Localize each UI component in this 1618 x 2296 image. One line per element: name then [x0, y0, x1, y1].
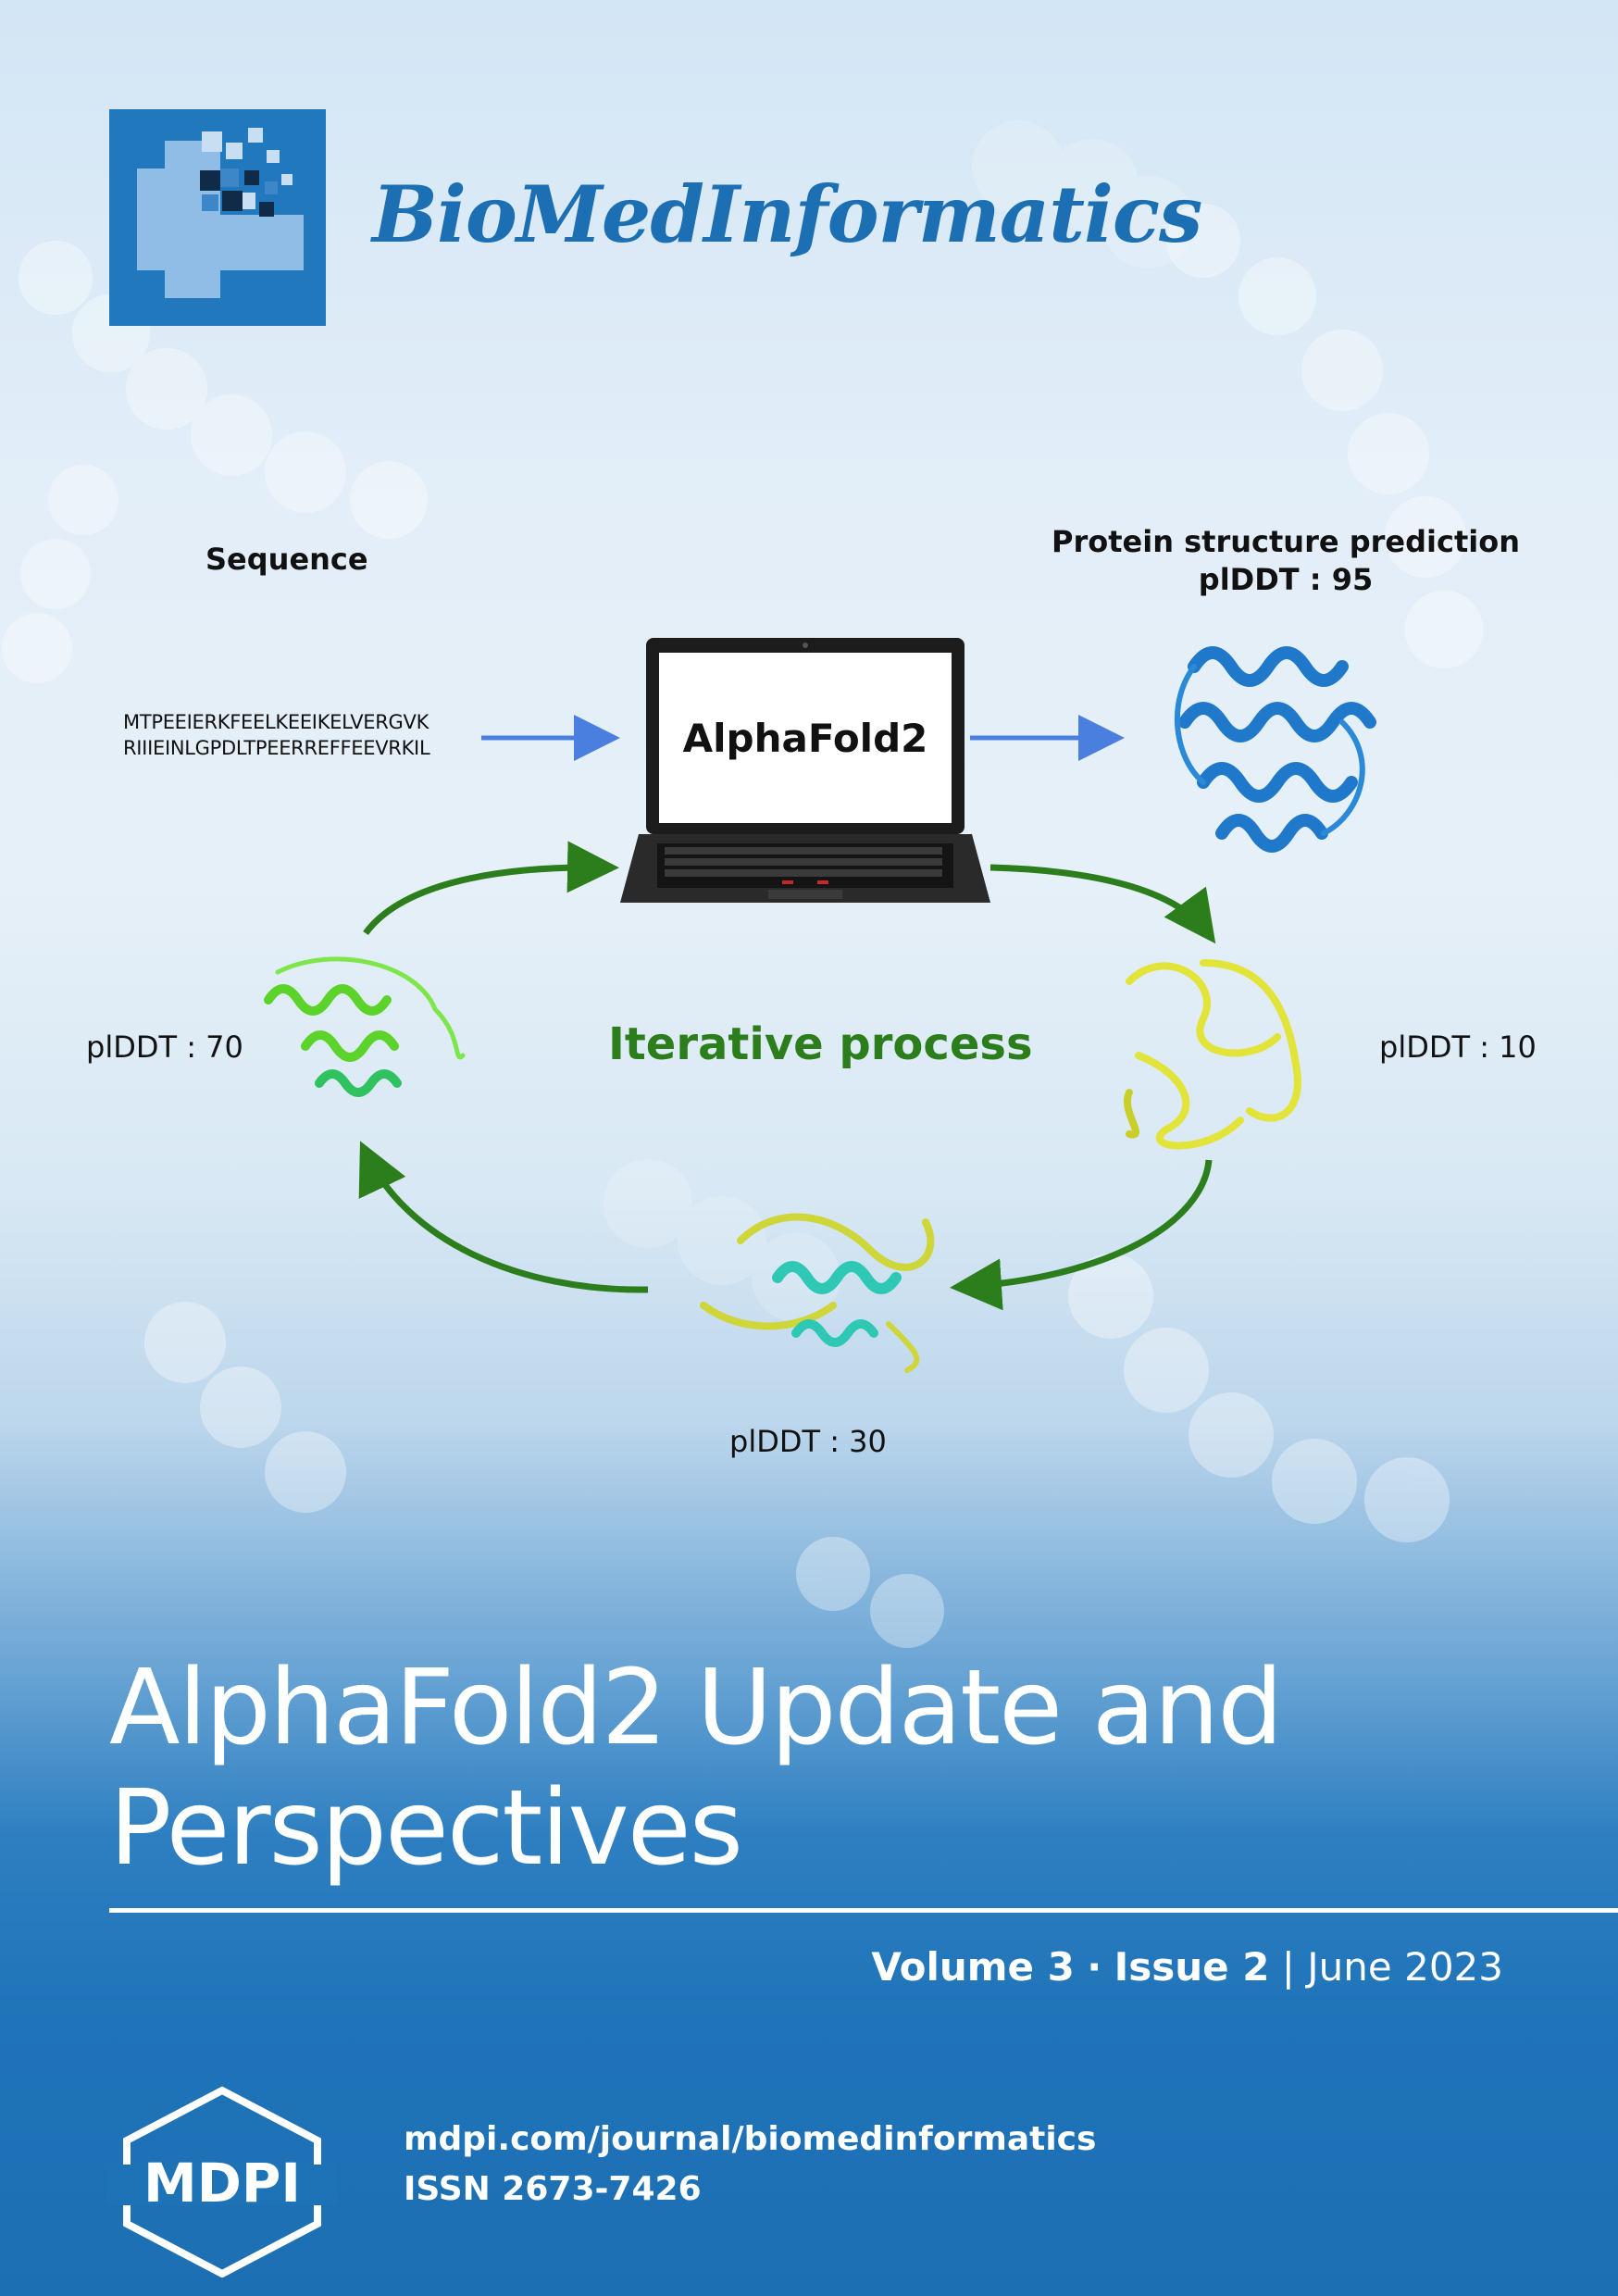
prediction-score: plDDT : 95	[1198, 562, 1374, 597]
score-right: plDDT : 10	[1379, 1029, 1537, 1065]
journal-url: mdpi.com/journal/biomedinformatics	[404, 2120, 1097, 2158]
laptop-icon	[620, 638, 990, 903]
article-title-line-2: Perspectives	[109, 1768, 743, 1889]
article-title: AlphaFold2 Update and Perspectives	[109, 1648, 1553, 1889]
journal-name: BioMedInformatics	[372, 168, 1202, 260]
protein-structure-70	[264, 956, 466, 1097]
score-left: plDDT : 70	[86, 1029, 243, 1065]
sequence-heading: Sequence	[205, 542, 368, 577]
sequence-line-1: MTPEEIERKFEELKEEIKELVERGVK	[123, 711, 429, 733]
tool-label: AlphaFold2	[682, 716, 928, 761]
issn: ISSN 2673-7426	[404, 2170, 702, 2208]
issue-divider: |	[1281, 1944, 1295, 1990]
title-divider	[109, 1908, 1618, 1913]
protein-structure-30	[700, 1213, 935, 1373]
arrow-cycle-bottom-right	[950, 1159, 1213, 1311]
arrow-cycle-top-left	[363, 841, 619, 936]
mdpi-logo-icon: MDPI	[106, 2086, 338, 2277]
score-bottom: plDDT : 30	[729, 1424, 887, 1459]
issue-info: Volume 3 · Issue 2 | June 2023	[871, 1944, 1503, 1990]
cycle-label: Iterative process	[608, 1018, 1033, 1070]
mdpi-logo-text: MDPI	[143, 2152, 301, 2215]
alphafold-diagram	[264, 646, 1376, 1373]
protein-structure-10	[1124, 959, 1301, 1150]
sequence-line-2: RIIIEINLGPDLTPEERREFFEEVRKIL	[123, 737, 430, 759]
issue-number: Issue 2	[1114, 1944, 1270, 1990]
journal-logo-icon	[109, 109, 326, 326]
arrow-cycle-bottom-left	[358, 1141, 649, 1293]
issue-date: June 2023	[1307, 1944, 1503, 1990]
volume: Volume 3	[871, 1944, 1075, 1990]
background-helix	[0, 0, 1618, 1759]
arrow-cycle-top-right	[989, 864, 1216, 944]
protein-structure-95	[1174, 646, 1376, 853]
issue-separator: ·	[1087, 1944, 1102, 1990]
article-title-line-1: AlphaFold2 Update and	[109, 1648, 1283, 1768]
prediction-heading: Protein structure prediction	[1052, 524, 1520, 559]
